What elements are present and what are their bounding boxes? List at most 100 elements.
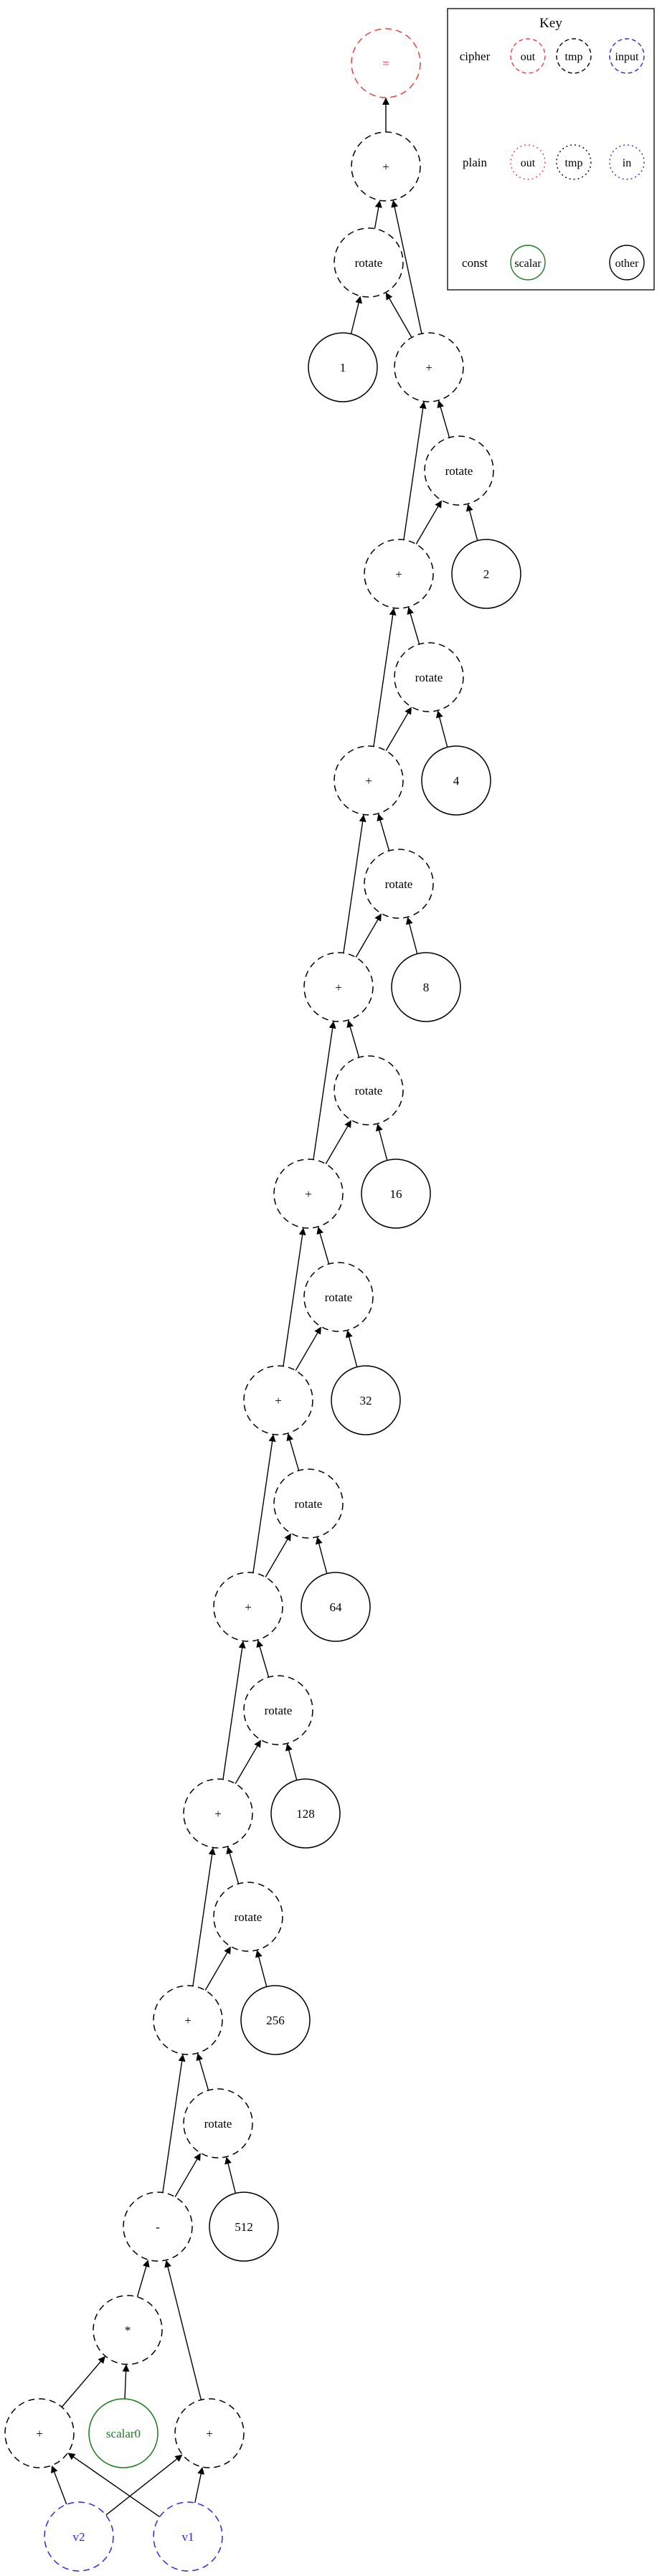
edge-c256-to-r8 — [255, 1950, 268, 1987]
edge-p7-to-p6 — [252, 1434, 276, 1573]
node-c64: 64 — [301, 1572, 371, 1642]
node-label: + — [335, 981, 342, 994]
edge-r9-to-p9 — [196, 2053, 209, 2091]
edge-p3-to-p2 — [373, 608, 397, 747]
node-c1: 1 — [308, 332, 378, 402]
node-label: + — [214, 1807, 222, 1821]
node-label: = — [382, 57, 389, 70]
node-label: 64 — [330, 1600, 343, 1614]
node-p7: + — [213, 1572, 283, 1642]
node-r6: rotate — [273, 1468, 344, 1539]
edge-p8-to-r7 — [235, 1740, 261, 1784]
edge-p7-to-r6 — [265, 1533, 291, 1577]
node-circle — [303, 1262, 374, 1332]
node-label: 256 — [266, 2014, 285, 2027]
node-r5: rotate — [303, 1262, 374, 1332]
node-v1: v1 — [153, 2501, 223, 2572]
node-label: + — [206, 2427, 213, 2440]
node-p9: + — [153, 1985, 223, 2055]
key-title: Key — [539, 16, 562, 31]
edge-c2-to-r1 — [465, 504, 478, 541]
node-circle — [209, 2192, 279, 2262]
node-circle — [351, 28, 421, 98]
node-label: + — [305, 1187, 312, 1201]
node-label: v2 — [73, 2530, 85, 2544]
node-p2: + — [364, 539, 434, 609]
node-circle — [334, 745, 404, 816]
edge-p6-to-p5 — [283, 1227, 306, 1367]
node-label: rotate — [295, 1497, 323, 1511]
node-p4: + — [303, 952, 374, 1022]
node-c2: 2 — [451, 539, 521, 609]
node-circle — [331, 1365, 401, 1435]
node-circle — [424, 435, 494, 506]
node-label: rotate — [355, 1084, 383, 1098]
edge-pl-to-mul — [61, 2356, 105, 2407]
node-scalar0: scalar0 — [88, 2398, 159, 2468]
node-label: * — [125, 2323, 131, 2337]
node-label: 128 — [296, 1807, 315, 1821]
edge-pr-to-sub — [164, 2260, 202, 2400]
node-c32: 32 — [331, 1365, 401, 1435]
edges-layer — [51, 98, 478, 2518]
node-circle — [361, 1159, 431, 1229]
edge-scalar0-to-mul — [122, 2364, 130, 2400]
edge-p2-to-p1 — [403, 401, 427, 540]
node-c256: 256 — [240, 1985, 311, 2055]
edge-p5-to-p4 — [313, 1021, 336, 1160]
node-label: rotate — [265, 1704, 293, 1717]
node-r9: rotate — [183, 2088, 253, 2159]
node-circle — [308, 332, 378, 402]
key-swatch-scalar — [510, 245, 546, 280]
node-label: 1 — [340, 361, 346, 374]
node-label: + — [425, 361, 432, 374]
node-circle — [451, 539, 521, 609]
node-label: rotate — [415, 671, 443, 684]
node-circle — [334, 227, 404, 298]
node-p0: + — [351, 131, 421, 202]
key-row-label: cipher — [460, 49, 491, 63]
key-swatch-label: out — [521, 157, 536, 169]
node-circle — [88, 2398, 159, 2468]
node-p1: + — [394, 332, 464, 402]
edge-p2-to-r1 — [415, 500, 442, 544]
node-p5: + — [273, 1159, 344, 1229]
node-label: rotate — [204, 2117, 232, 2131]
node-label: 2 — [483, 567, 490, 581]
edge-r4-to-p4 — [346, 1020, 360, 1058]
node-circle — [394, 332, 464, 402]
key-swatch-out — [510, 38, 546, 74]
node-circle — [351, 131, 421, 202]
node-label: - — [156, 2220, 160, 2234]
node-pl: + — [4, 2398, 75, 2468]
node-label: rotate — [445, 464, 473, 478]
nodes-layer: =+rotate1+rotate2+rotate4+rotate8+rotate… — [4, 28, 521, 2572]
edge-c8-to-r3 — [405, 917, 418, 954]
edge-c512-to-r9 — [224, 2156, 237, 2194]
node-circle — [183, 1778, 253, 1849]
node-circle — [93, 2295, 163, 2365]
node-label: + — [275, 1394, 282, 1407]
edge-p9-to-r8 — [204, 1946, 231, 1991]
edge-r8-to-p8 — [226, 1846, 240, 1884]
key-row-label: const — [462, 256, 488, 270]
key-swatch-label: tmp — [565, 51, 583, 63]
key-swatch-tmp — [556, 144, 592, 180]
node-c8: 8 — [391, 952, 461, 1022]
edge-sub-to-r9 — [174, 2153, 201, 2197]
node-sub: - — [123, 2192, 193, 2262]
key-row-label: plain — [463, 156, 487, 169]
edge-r5-to-p5 — [316, 1227, 330, 1265]
edge-r0-to-p0 — [374, 200, 382, 229]
edge-p1-to-r0 — [385, 292, 412, 338]
node-r1: rotate — [424, 435, 494, 506]
node-r3: rotate — [364, 849, 434, 919]
node-label: scalar0 — [106, 2427, 141, 2440]
node-pr: + — [174, 2398, 245, 2468]
node-mul: * — [93, 2295, 163, 2365]
edge-c128-to-r7 — [285, 1743, 298, 1780]
node-circle — [273, 1468, 344, 1539]
node-label: + — [382, 160, 389, 174]
